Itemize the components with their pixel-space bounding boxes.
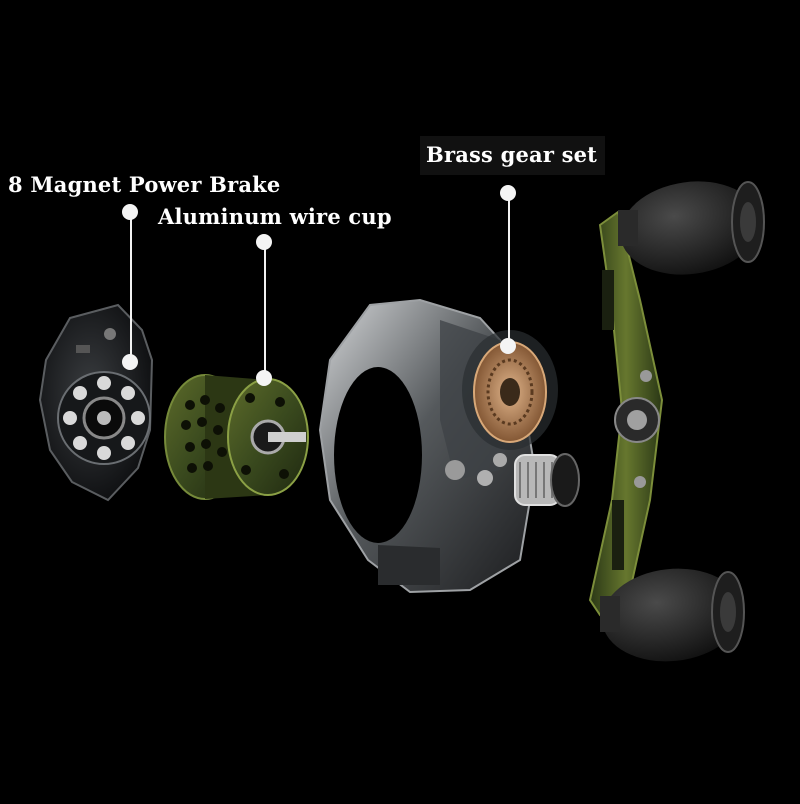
callout-dot-cup-bottom — [256, 370, 272, 386]
callout-line-gear — [508, 193, 510, 345]
callout-dot-gear-bottom — [500, 338, 516, 354]
callout-dot-gear-top — [500, 185, 516, 201]
callout-line-magnet — [130, 212, 132, 362]
brass-gear — [462, 330, 558, 450]
side-plate — [38, 303, 154, 502]
handle-knob-bottom — [600, 568, 745, 662]
drag-knob — [514, 453, 580, 507]
label-wire-cup: Aluminum wire cup — [158, 204, 392, 229]
label-magnet-brake: 8 Magnet Power Brake — [8, 172, 281, 197]
callout-line-cup — [264, 242, 266, 378]
callout-dot-cup-top — [256, 234, 272, 250]
spool — [164, 374, 309, 500]
label-gear-set: Brass gear set — [420, 136, 606, 175]
handle-arm — [588, 210, 664, 617]
callout-dot-magnet-top — [122, 204, 138, 220]
handle-knob-top — [618, 181, 765, 275]
brake-magnets — [63, 376, 145, 460]
callout-dot-magnet-bottom — [122, 354, 138, 370]
